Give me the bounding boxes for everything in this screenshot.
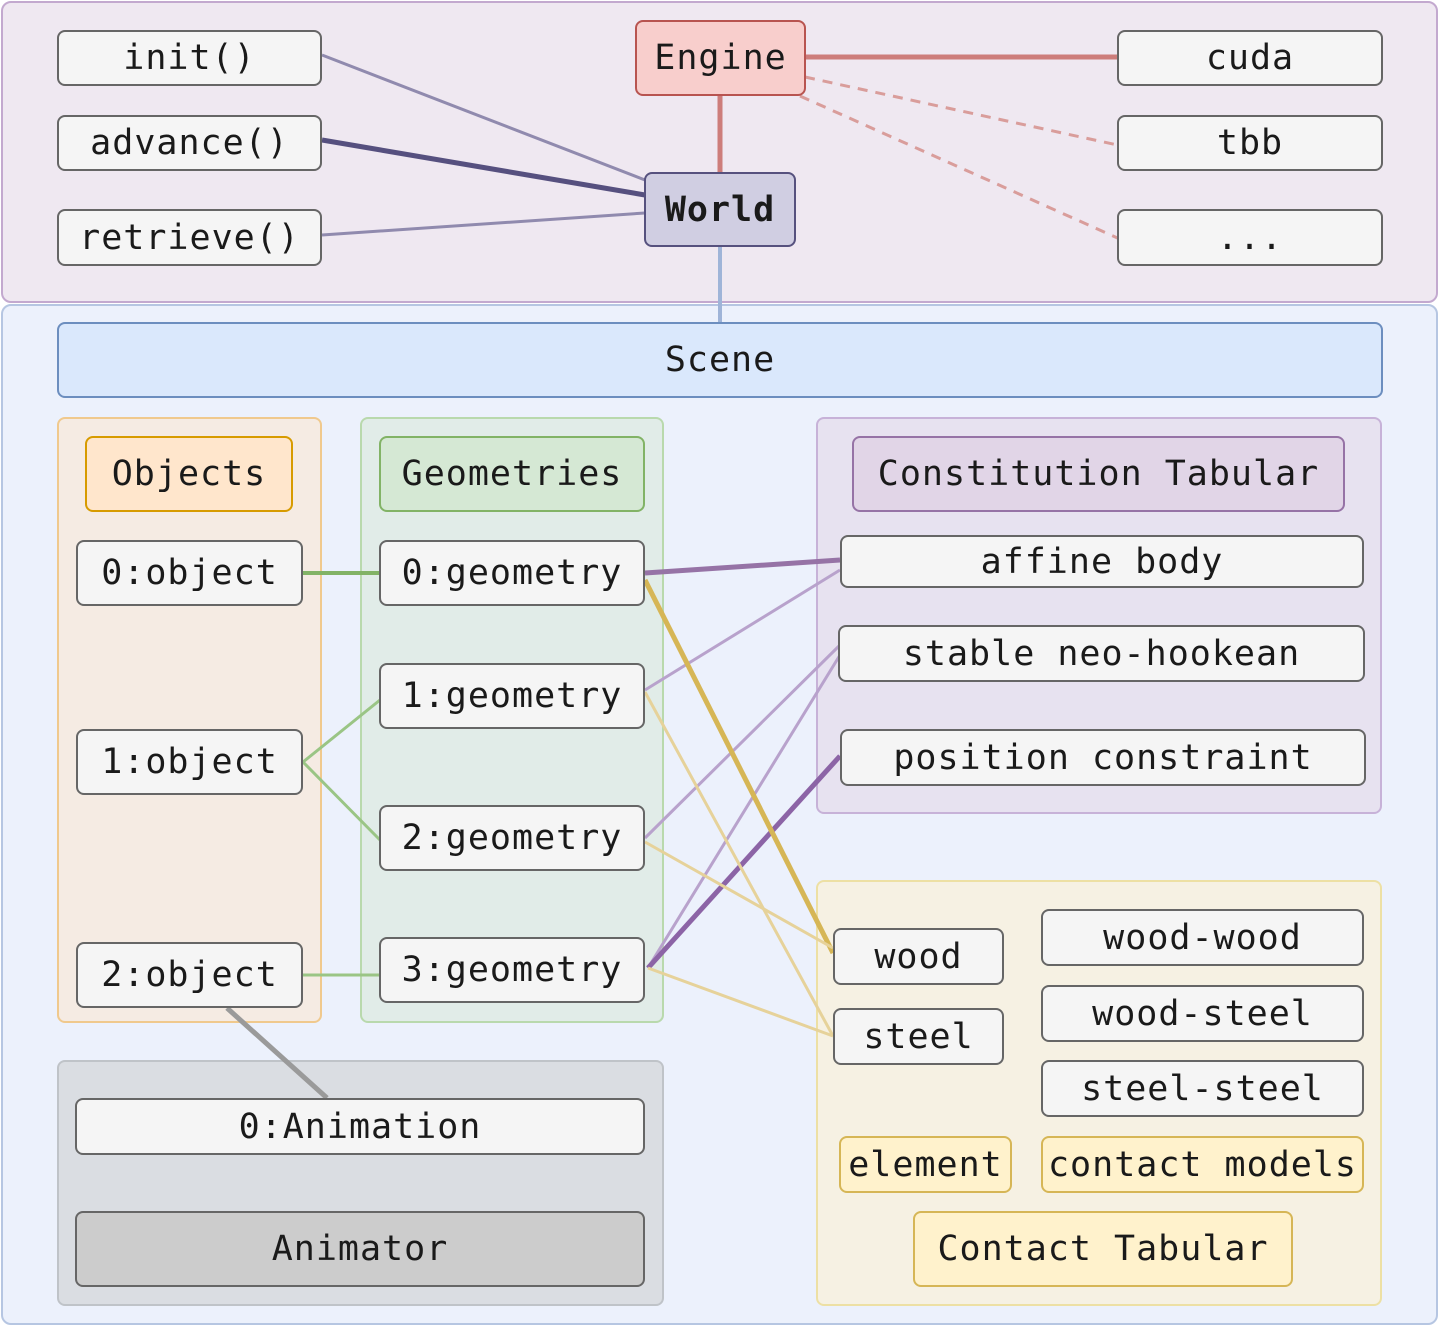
init-method-box: init() <box>57 30 322 86</box>
animator-box: Animator <box>75 1211 645 1287</box>
scene-box: Scene <box>57 322 1383 398</box>
backend-tbb-box: tbb <box>1117 115 1383 171</box>
geometry-1-box: 1:geometry <box>379 663 645 729</box>
element-wood-box: wood <box>833 928 1004 985</box>
engine-box: Engine <box>635 20 806 96</box>
geometries-header: Geometries <box>379 436 645 512</box>
object-1-box: 1:object <box>76 729 303 795</box>
backend-etc-box: ... <box>1117 209 1383 266</box>
contact-tabular-header: Contact Tabular <box>913 1211 1293 1287</box>
advance-method-box: advance() <box>57 115 322 171</box>
constitution-position-constraint: position constraint <box>840 729 1366 786</box>
animation-0-box: 0:Animation <box>75 1098 645 1155</box>
model-wood-steel-box: wood-steel <box>1041 985 1364 1042</box>
geometry-3-box: 3:geometry <box>379 937 645 1003</box>
objects-column <box>57 417 322 1023</box>
object-0-box: 0:object <box>76 540 303 606</box>
constitution-header: Constitution Tabular <box>852 436 1345 512</box>
model-steel-steel-box: steel-steel <box>1041 1060 1364 1117</box>
geometry-0-box: 0:geometry <box>379 540 645 606</box>
element-label: element <box>839 1136 1012 1193</box>
objects-header: Objects <box>85 436 293 512</box>
constitution-affine-body: affine body <box>840 535 1364 588</box>
contact-models-label: contact models <box>1041 1136 1364 1193</box>
retrieve-method-box: retrieve() <box>57 209 322 266</box>
world-box: World <box>644 172 796 247</box>
model-wood-wood-box: wood-wood <box>1041 909 1364 966</box>
element-steel-box: steel <box>833 1008 1004 1065</box>
backend-cuda-box: cuda <box>1117 30 1383 86</box>
constitution-stable-neo-hookean: stable neo-hookean <box>838 625 1365 682</box>
object-2-box: 2:object <box>76 942 303 1008</box>
geometry-2-box: 2:geometry <box>379 805 645 871</box>
